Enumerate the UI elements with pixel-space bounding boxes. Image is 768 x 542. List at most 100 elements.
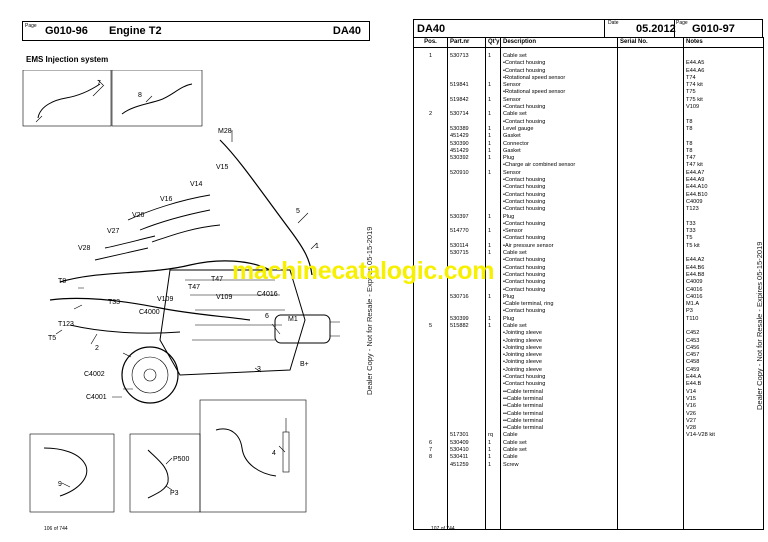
cell-description: Plug — [500, 155, 618, 163]
cell-pos — [413, 352, 448, 360]
left-page-footer: 106 of 744 — [44, 526, 68, 532]
cell-pos — [413, 242, 448, 251]
cell-partnr — [447, 366, 486, 375]
cell-notes: E44.A6 — [683, 67, 764, 75]
cell-description: •Contact housing — [500, 264, 618, 272]
cell-notes: C4009 — [683, 198, 764, 207]
cell-qty — [485, 286, 501, 294]
cell-notes: T110 — [683, 315, 764, 323]
cell-notes: V28 — [683, 425, 764, 433]
cell-pos — [413, 403, 448, 411]
cell-partnr: 519841 — [447, 82, 486, 90]
cell-pos — [413, 67, 448, 75]
cell-partnr: 514770 — [447, 228, 486, 236]
cell-partnr — [447, 206, 486, 214]
cell-qty — [485, 177, 501, 185]
cell-qty — [485, 198, 501, 207]
cell-qty: 1 — [485, 293, 501, 302]
cell-description: •Contact housing — [500, 184, 618, 192]
cell-serial — [617, 432, 684, 440]
cell-pos — [413, 235, 448, 243]
page-label: Page — [676, 20, 688, 26]
col-description: Description — [500, 37, 618, 48]
cell-description: •Contact housing — [500, 279, 618, 287]
cell-pos — [413, 169, 448, 178]
cell-pos — [413, 191, 448, 199]
cell-serial — [617, 366, 684, 375]
cell-pos — [413, 337, 448, 345]
cell-notes: T5 — [683, 235, 764, 243]
cell-partnr — [447, 301, 486, 309]
cell-pos — [413, 60, 448, 68]
cell-notes — [683, 447, 764, 455]
callout-t5: T5 — [48, 335, 56, 342]
cell-serial — [617, 410, 684, 418]
cell-partnr — [447, 395, 486, 404]
cell-qty: 1 — [485, 454, 501, 462]
cell-description: •Jointing sleeve — [500, 352, 618, 360]
callout-v109a: V109 — [157, 296, 173, 303]
cell-pos — [413, 374, 448, 382]
cell-qty — [485, 410, 501, 418]
cell-description: •Contact housing — [500, 381, 618, 389]
callout-m1: M1 — [288, 316, 298, 323]
page-number: G010-97 — [692, 23, 735, 35]
cell-pos: 7 — [413, 447, 448, 455]
cell-notes: V15 — [683, 395, 764, 404]
cell-serial — [617, 293, 684, 302]
cell-description: ••Cable terminal — [500, 395, 618, 404]
cell-partnr — [447, 344, 486, 353]
table-filler-row — [413, 468, 764, 530]
callout-4: 4 — [272, 450, 276, 457]
cell-partnr — [447, 89, 486, 97]
cell-qty — [485, 352, 501, 360]
cell-partnr: 451429 — [447, 147, 486, 156]
cell-serial — [617, 381, 684, 389]
cell-partnr — [447, 220, 486, 229]
cell-qty — [485, 67, 501, 75]
cell-partnr: 530714 — [447, 111, 486, 119]
cell-notes: C4009 — [683, 279, 764, 287]
cell-pos — [413, 344, 448, 353]
cell-notes: T5 kit — [683, 242, 764, 251]
cell-qty: 1 — [485, 133, 501, 141]
cell-description: •Contact housing — [500, 67, 618, 75]
callout-v15: V15 — [216, 164, 229, 171]
cell-pos — [413, 140, 448, 148]
cell-notes: C457 — [683, 352, 764, 360]
cell-qty — [485, 184, 501, 192]
parts-table-header: Pos. Part.nr Qt'y Description Serial No.… — [413, 37, 764, 48]
callout-6: 6 — [265, 313, 269, 320]
cell-partnr — [447, 425, 486, 433]
cell-qty — [485, 206, 501, 214]
cell-qty: 1 — [485, 47, 501, 61]
cell-qty: 1 — [485, 439, 501, 448]
callout-v16: V16 — [160, 196, 173, 203]
cell-description: •Jointing sleeve — [500, 330, 618, 338]
cell-partnr — [447, 352, 486, 360]
col-serial: Serial No. — [617, 37, 684, 48]
cell-description: Plug — [500, 213, 618, 221]
cell-partnr: 530390 — [447, 140, 486, 148]
diagram-callouts: 7 8 M28 V15 V14 V16 V26 5 V27 1 V28 T8 T… — [48, 80, 319, 497]
cell-description: Cable set — [500, 47, 618, 61]
cell-description: Sensor — [500, 96, 618, 105]
cell-qty: 1 — [485, 155, 501, 163]
cell-notes: C4016 — [683, 293, 764, 302]
cell-description: Cable set — [500, 111, 618, 119]
col-partnr: Part.nr — [447, 37, 486, 48]
right-page-footer: 107 of 744 — [431, 526, 455, 532]
cell-description: •Contact housing — [500, 235, 618, 243]
cell-pos — [413, 213, 448, 221]
